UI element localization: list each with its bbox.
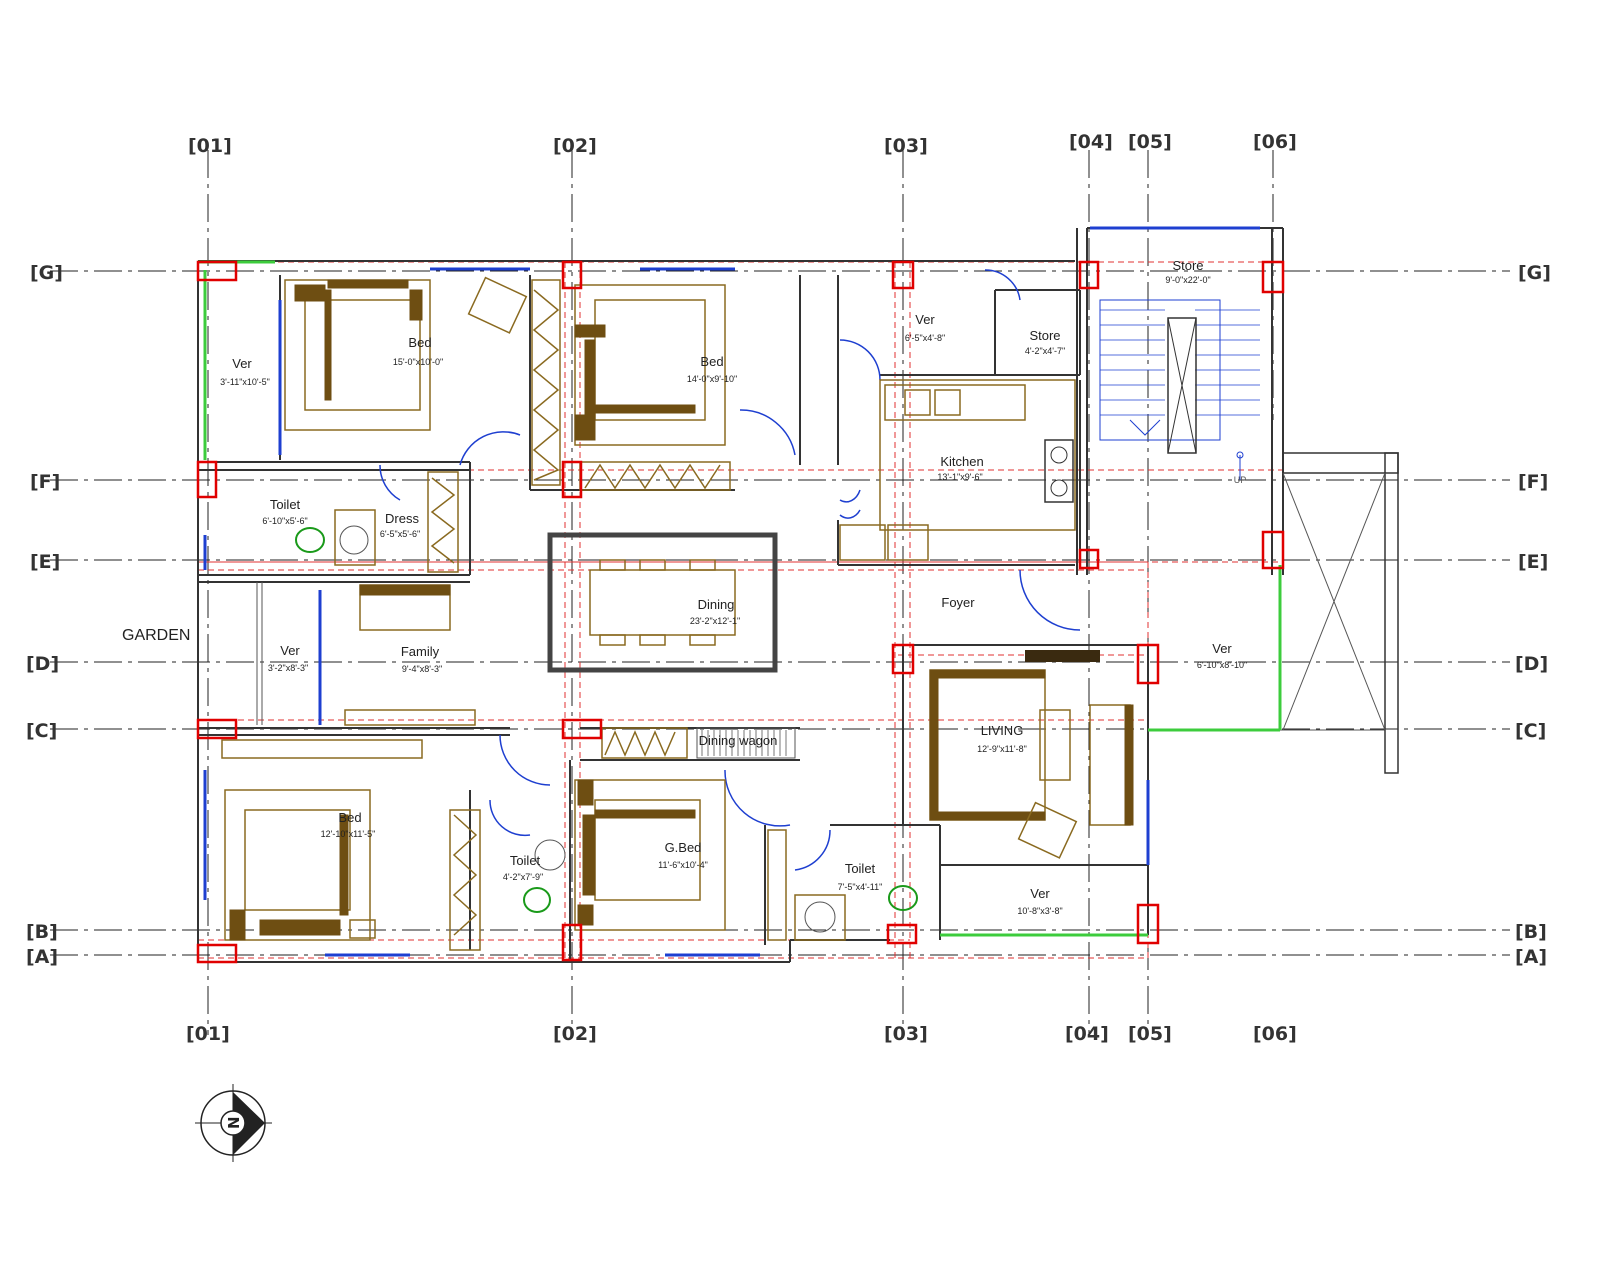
furniture [221, 276, 1260, 951]
room-name-store-stair: Store [1172, 258, 1203, 273]
grid-lines [50, 150, 1510, 1035]
room-name-family: Family [401, 644, 440, 659]
room-name-store-small: Store [1029, 328, 1060, 343]
grid-label-G-right: [G] [1518, 262, 1551, 284]
north-letter: N [225, 1116, 243, 1129]
grid-label-A-left: [A] [26, 946, 58, 968]
walls [197, 227, 1399, 963]
room-size-ver-se: 10'-8"x3'-8" [1017, 906, 1062, 916]
room-size-ver-nw: 3'-11"x10'-5" [220, 377, 270, 387]
room-name-toilet-s: Toilet [845, 861, 876, 876]
grid-label-F-left: [F] [30, 471, 60, 493]
room-name-gbed: G.Bed [665, 840, 702, 855]
room-name-dress: Dress [385, 511, 419, 526]
room-size-bed-sw: 12'-10"x11'-5" [321, 829, 376, 839]
room-size-bed-master: 15'-0"x10'-0" [393, 357, 443, 367]
room-name-toilet-nw: Toilet [270, 497, 301, 512]
room-name-ver-kitchen: Ver [915, 312, 935, 327]
grid-label-B-left: [B] [26, 921, 58, 943]
room-name-ver-se: Ver [1030, 886, 1050, 901]
room-name-ver-east: Ver [1212, 641, 1232, 656]
grid-label-01-bottom: [01] [186, 1023, 230, 1045]
room-size-toilet-sw: 4'-2"x7'-9" [503, 872, 543, 882]
north-arrow: N [195, 1084, 272, 1162]
column-markers [196, 260, 1285, 964]
stair-up-label: UP [1234, 475, 1247, 485]
room-size-kitchen: 13'-1"x9'-6" [937, 472, 982, 482]
grid-labels: [01] [02] [03] [04] [05] [06] [01] [02] … [26, 131, 1551, 1045]
grid-label-02-top: [02] [553, 135, 597, 157]
room-name-bed-2: Bed [700, 354, 723, 369]
room-size-toilet-nw: 6'-10"x5'-6" [262, 516, 307, 526]
room-size-store-stair: 9'-0"x22'-0" [1165, 275, 1210, 285]
room-name-kitchen: Kitchen [940, 454, 983, 469]
room-name-ver-family: Ver [280, 643, 300, 658]
grid-label-G-left: [G] [30, 262, 63, 284]
grid-label-E-left: [E] [30, 551, 60, 573]
garden-label: GARDEN [122, 627, 190, 644]
room-size-store-small: 4'-2"x4'-7" [1025, 346, 1065, 356]
grid-label-C-left: [C] [26, 720, 57, 742]
grid-label-01-top: [01] [188, 135, 232, 157]
grid-label-03-top: [03] [884, 135, 928, 157]
grid-label-E-right: [E] [1518, 551, 1548, 573]
room-size-ver-family: 3'-2"x8'-3" [268, 663, 308, 673]
grid-label-05-top: [05] [1128, 131, 1172, 153]
grid-label-05-bottom: [05] [1128, 1023, 1172, 1045]
room-size-family: 9'-4"x8'-3" [402, 664, 442, 674]
grid-label-A-right: [A] [1515, 946, 1547, 968]
room-size-toilet-s: 7'-5"x4'-11" [838, 882, 883, 892]
room-labels: Ver 3'-11"x10'-5" Bed 15'-0"x10'-0" Bed … [122, 258, 1247, 916]
grid-label-03-bottom: [03] [884, 1023, 928, 1045]
grid-label-02-bottom: [02] [553, 1023, 597, 1045]
grid-label-D-left: [D] [26, 653, 59, 675]
room-name-foyer: Foyer [941, 595, 975, 610]
room-size-bed-2: 14'-0"x9'-10" [687, 374, 737, 384]
room-size-dining: 23'-2"x12'-1" [690, 616, 740, 626]
grid-label-B-right: [B] [1515, 921, 1547, 943]
room-name-dining-wagon: Dining wagon [699, 733, 778, 748]
room-size-ver-east: 6'-10"x8'-10" [1197, 660, 1247, 670]
room-name-bed-sw: Bed [338, 810, 361, 825]
room-name-bed-master: Bed [408, 335, 431, 350]
grid-label-04-bottom: [04] [1065, 1023, 1109, 1045]
room-name-ver-nw: Ver [232, 356, 252, 371]
room-size-ver-kitchen: 6'-5"x4'-8" [905, 333, 945, 343]
grid-label-06-top: [06] [1253, 131, 1297, 153]
room-name-toilet-sw: Toilet [510, 853, 541, 868]
room-size-living: 12'-9"x11'-8" [977, 744, 1027, 754]
doors [379, 269, 1081, 871]
windows [198, 226, 1282, 957]
room-size-dress: 6'-5"x5'-6" [380, 529, 420, 539]
grid-label-D-right: [D] [1515, 653, 1548, 675]
grid-label-C-right: [C] [1515, 720, 1546, 742]
grid-label-04-top: [04] [1069, 131, 1113, 153]
room-name-living: LIVING [981, 723, 1024, 738]
room-size-gbed: 11'-6"x10'-4" [658, 860, 708, 870]
grid-label-06-bottom: [06] [1253, 1023, 1297, 1045]
grid-label-F-right: [F] [1518, 471, 1548, 493]
room-name-dining: Dining [698, 597, 735, 612]
